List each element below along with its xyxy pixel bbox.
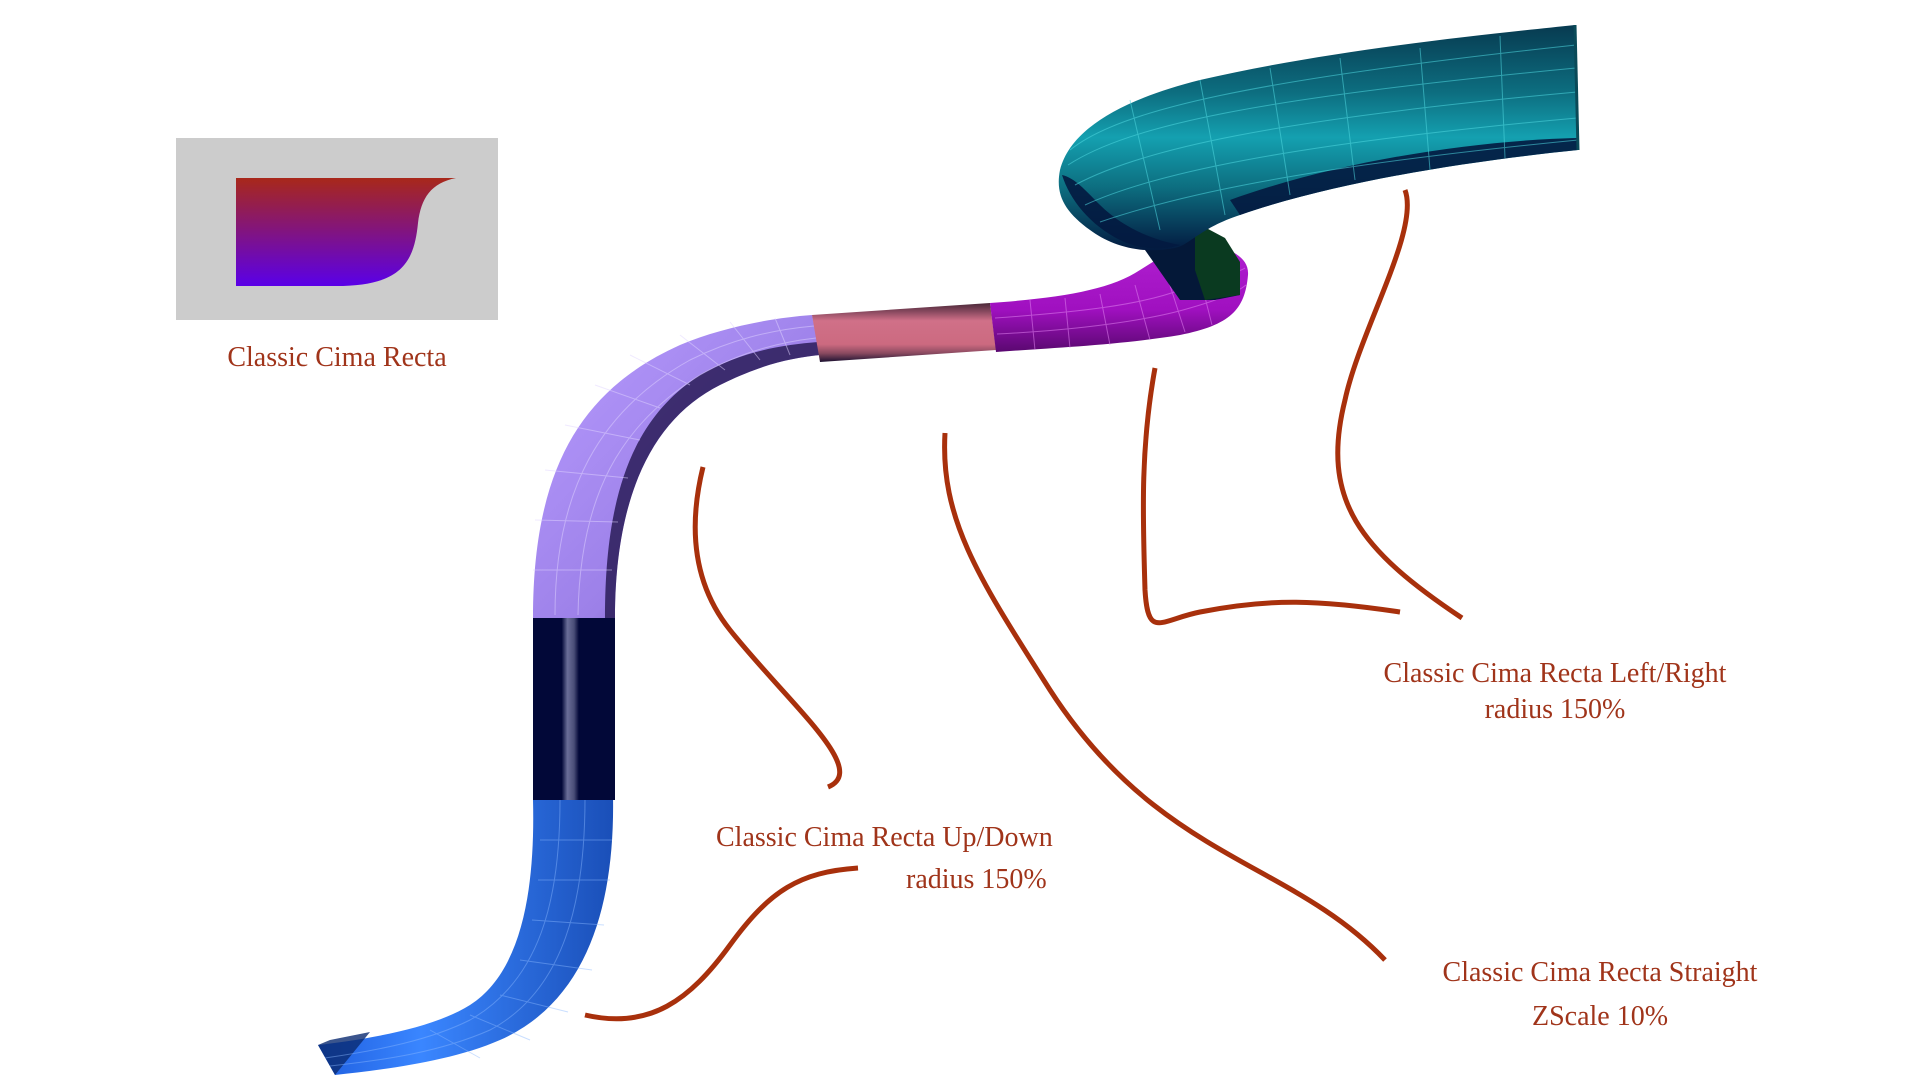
leader-line-up-down-lower bbox=[584, 865, 859, 1022]
cima-recta-profile-shape bbox=[236, 178, 456, 286]
annotation-straight-title: Classic Cima Recta Straight bbox=[1442, 957, 1758, 988]
annotation-straight: Classic Cima Recta Straight ZScale 10% bbox=[1410, 955, 1790, 1035]
annotation-up-down-title: Classic Cima Recta Up/Down bbox=[716, 822, 1053, 853]
leader-line-left-right-b bbox=[1335, 189, 1464, 621]
leader-line-up-down-upper bbox=[692, 466, 843, 790]
annotation-up-down: Classic Cima Recta Up/Down radius 150% bbox=[716, 820, 1136, 898]
segment-up-down-bend-lower bbox=[318, 795, 614, 1075]
segment-straight-zscale-vertical bbox=[533, 618, 615, 800]
annotation-left-right-detail: radius 150% bbox=[1484, 694, 1626, 725]
segment-straight-horizontal bbox=[812, 303, 996, 362]
annotation-up-down-detail: radius 150% bbox=[906, 864, 1047, 895]
profile-caption: Classic Cima Recta bbox=[227, 342, 447, 373]
segment-up-down-bend-upper bbox=[533, 315, 820, 618]
annotation-left-right: Classic Cima Recta Left/Right radius 150… bbox=[1345, 656, 1765, 728]
annotation-left-right-title: Classic Cima Recta Left/Right bbox=[1383, 658, 1727, 689]
leader-line-left-right-a bbox=[1140, 367, 1401, 626]
annotation-straight-detail: ZScale 10% bbox=[1531, 1001, 1669, 1032]
segment-left-right-sweep bbox=[1058, 24, 1580, 251]
profile-swatch bbox=[176, 138, 498, 320]
leader-line-straight bbox=[942, 432, 1387, 962]
